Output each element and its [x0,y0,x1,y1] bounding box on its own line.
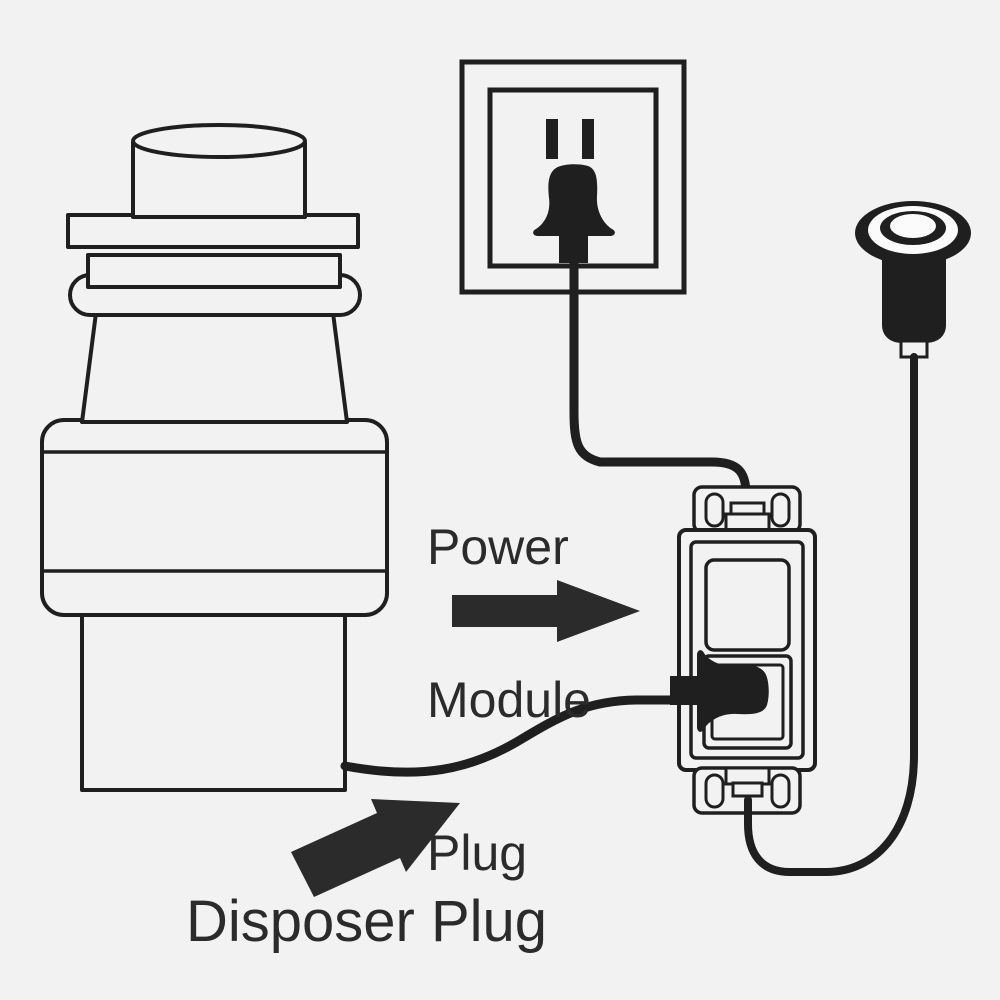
disposer-tapered-shoulder [80,303,349,424]
disposer-neck-top-ellipse [131,123,307,159]
power-module-plug-label-line2: Module [427,672,591,728]
air-switch-body [882,240,946,343]
module-bottom-connector-lower [731,781,764,798]
outlet-inserted-plug [533,164,615,263]
outlet-slot-left [546,119,558,159]
module-top-strap-slot-right [770,492,791,528]
disposer-mid-band [86,253,342,289]
wall-outlet [459,59,687,295]
module-bottom-strap-slot-left [704,773,725,809]
power-module-plug-label-line1: Power [427,519,569,575]
air-switch-button[interactable] [855,201,971,359]
module-bottom-strap-slot-right [770,773,791,809]
module-upper-receptacle [704,558,791,652]
outlet-slot-right [582,119,594,159]
power-module-plug-label-line3: Plug [427,825,528,881]
disposer-base [80,608,347,792]
disposer-cord [340,695,695,777]
air-switch-cord [744,353,918,876]
disposer-plug-arrow [291,799,460,897]
disposer-plug-label: Disposer Plug [186,889,548,954]
disposer-top-flange [66,213,360,249]
disposer-main-body [40,418,389,617]
disposer-inserted-plug [670,650,769,732]
garbage-disposer [40,123,389,792]
air-switch-cap-center [890,214,936,238]
power-module-plug-label: Power Module Plug [427,420,591,981]
power-module [677,485,817,815]
power-module-plug-arrow [452,580,640,642]
outlet-to-module-cord [569,257,751,517]
module-top-strap-slot-left [704,492,725,528]
